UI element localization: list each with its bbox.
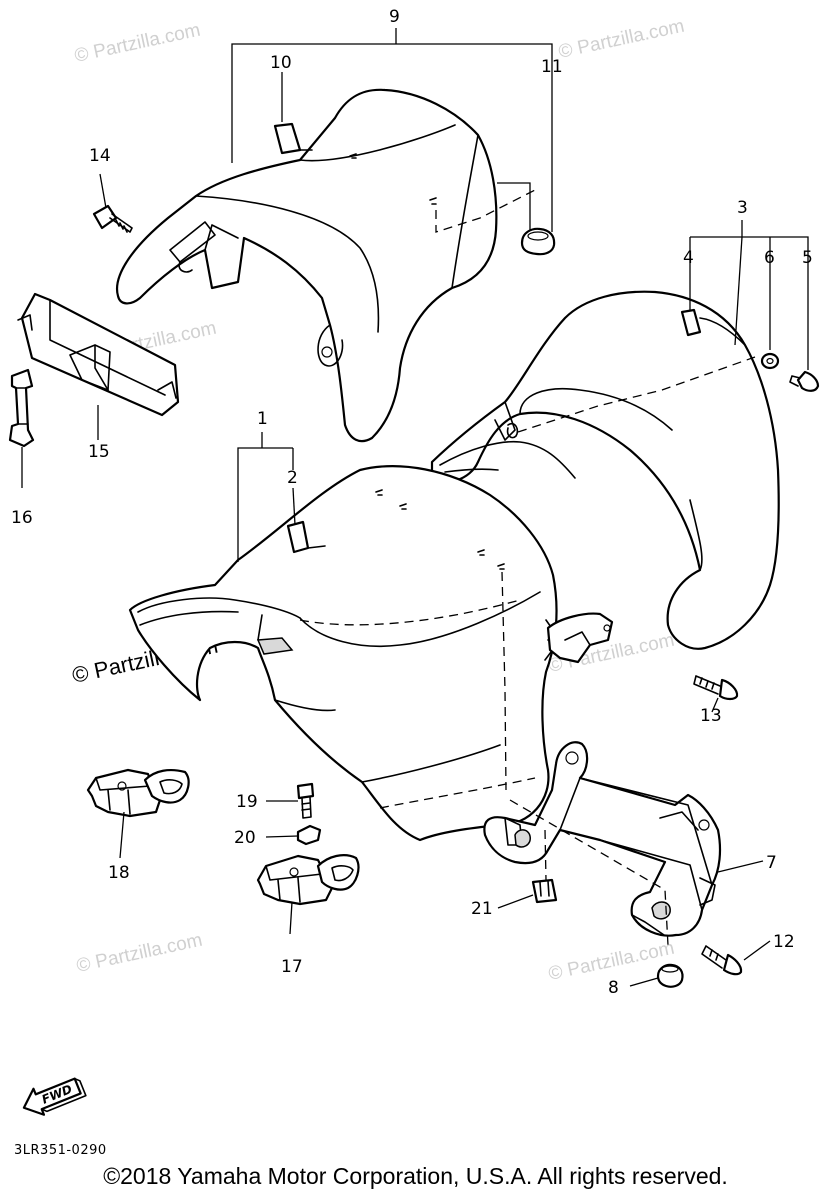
callout-1: 1: [257, 409, 268, 429]
backrest-shell-part-3: [430, 290, 780, 650]
callout-3: 3: [737, 198, 748, 218]
leader-lines: [21, 28, 809, 987]
front-seat-part-1: [128, 465, 614, 842]
callout-13: 13: [700, 706, 722, 726]
grommet-part-11: [520, 227, 556, 256]
callout-14: 14: [89, 146, 111, 166]
strap-part-16: [8, 368, 35, 448]
bracket-part-7: [483, 741, 722, 946]
fwd-arrow-icon: FWD: [22, 1077, 87, 1116]
callout-2: 2: [287, 468, 298, 488]
nut-part-8: [656, 963, 684, 988]
bolt-part-19: [296, 782, 315, 819]
watermark: © Partzilla.com: [75, 930, 205, 977]
diagram-code: 3LR351-0290: [14, 1143, 107, 1158]
watermark: © Partzilla.com: [557, 16, 687, 63]
nut-part-20: [296, 824, 322, 846]
callout-16: 16: [11, 508, 33, 528]
washer-part-6: [760, 352, 780, 370]
watermark: © Partzilla.com: [73, 20, 203, 67]
callout-7: 7: [766, 853, 777, 873]
callout-21: 21: [471, 899, 493, 919]
callout-20: 20: [234, 828, 256, 848]
callout-12: 12: [773, 932, 795, 952]
cover-part-15: [17, 292, 180, 417]
lock-part-18: [86, 768, 190, 818]
bolt-part-12: [701, 945, 743, 976]
callout-11: 11: [541, 57, 563, 77]
callout-8: 8: [608, 978, 619, 998]
callout-19: 19: [236, 792, 258, 812]
copyright-notice: ©2018 Yamaha Motor Corporation, U.S.A. A…: [103, 1163, 728, 1189]
callout-18: 18: [108, 863, 130, 883]
callout-9: 9: [389, 7, 400, 27]
callout-numbers: 9 10 11 14 3 4 6 5 1 2 15 16 13 19 20 18…: [11, 7, 813, 998]
callout-6: 6: [764, 248, 775, 268]
callout-5: 5: [802, 248, 813, 268]
bolt-part-13: [693, 675, 739, 701]
callout-15: 15: [88, 442, 110, 462]
clip-part-21: [531, 878, 558, 904]
bolt-part-5: [789, 370, 820, 392]
lock-part-17: [256, 854, 360, 906]
callout-10: 10: [270, 53, 292, 73]
callout-17: 17: [281, 957, 303, 977]
callout-4: 4: [683, 248, 694, 268]
rear-seat-part-9: [115, 88, 536, 443]
bolt-part-14: [92, 204, 133, 233]
